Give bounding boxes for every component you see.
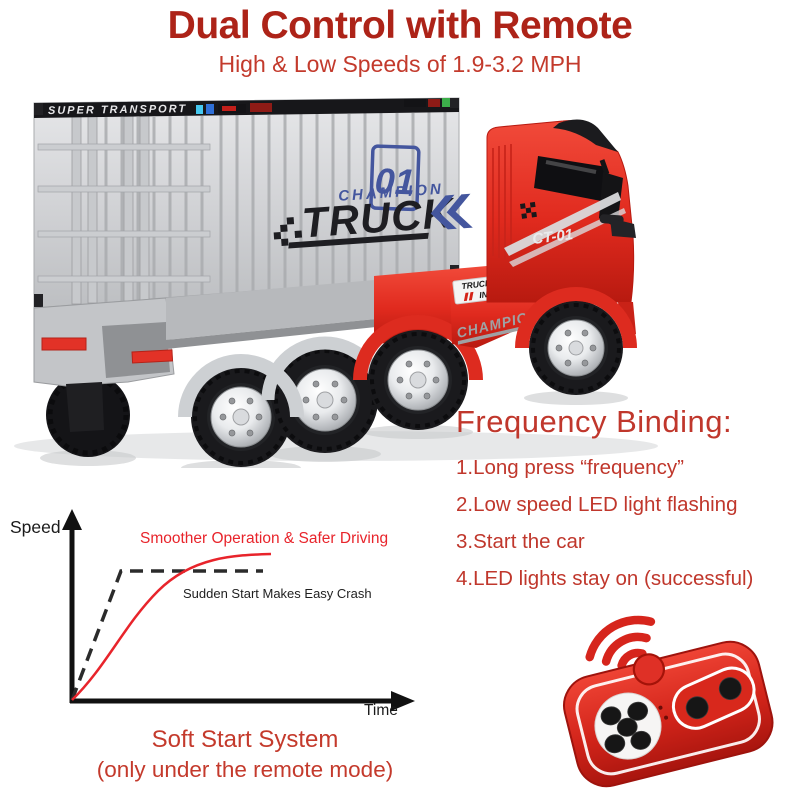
direction-pad <box>594 692 662 760</box>
frequency-step-2: 2.Low speed LED light flashing <box>456 493 738 516</box>
wheel-tractor-rear <box>368 330 468 430</box>
door-stripe-2 <box>509 208 626 267</box>
banner-stickers <box>196 98 451 114</box>
y-axis-arrow <box>62 509 82 530</box>
soft-start-chart: Speed Time Smoother Operation & Safer Dr… <box>10 509 415 719</box>
sudden-start-label: Sudden Start Makes Easy Crash <box>183 586 372 601</box>
logo-checker-flag <box>273 217 303 246</box>
cab: CT-01 <box>486 119 636 340</box>
remote-control-illustration <box>563 615 774 788</box>
tractor-fender-rear <box>353 315 483 381</box>
container-door-details <box>37 105 211 305</box>
door-stripe-1 <box>504 192 621 256</box>
page-title: Dual Control with Remote <box>167 4 633 47</box>
truck-product-photo: SUPER TRANSPORT <box>14 97 658 468</box>
wheel-front <box>529 301 623 395</box>
frequency-heading: Frequency Binding: <box>456 404 733 439</box>
remote-top-button <box>632 653 665 686</box>
soft-start-curve <box>71 552 272 701</box>
sticker-in-text: IN <box>479 289 490 300</box>
container-number-badge: 01 <box>369 144 421 212</box>
page-subtitle: High & Low Speeds of 1.9-3.2 MPH <box>218 51 582 77</box>
logo-chevrons <box>430 193 473 230</box>
wheel-trailer-2 <box>272 347 378 453</box>
champion-truck-logo: CHAMPION TRUCK <box>273 181 473 249</box>
deflector-ridges <box>492 144 512 261</box>
wifi-signal-icon <box>585 615 656 670</box>
container-banner-strip <box>34 98 459 118</box>
tractor-fender-front <box>515 287 637 349</box>
x-axis-arrow <box>391 691 415 711</box>
side-reflector <box>131 349 174 364</box>
x-axis-label: Time <box>364 702 398 719</box>
soft-start-label: Smoother Operation & Safer Driving <box>140 530 388 547</box>
caption-line-2: (only under the remote mode) <box>96 757 394 783</box>
cab-window <box>534 156 607 201</box>
trailer-fender-1 <box>178 354 304 418</box>
speed-buttons <box>671 666 756 730</box>
frequency-step-1: 1.Long press “frequency” <box>456 456 684 479</box>
sticker-truck-text: TRUCK <box>461 278 493 292</box>
sudden-start-line <box>70 569 263 701</box>
roof-spoiler <box>553 119 618 152</box>
frequency-binding-section: Frequency Binding: 1.Long press “frequen… <box>456 404 796 604</box>
door-checker-decal <box>520 201 537 219</box>
container-banner-text: SUPER TRANSPORT <box>48 103 187 117</box>
cab-code-decal: CT-01 <box>531 226 574 248</box>
cab-code-text: CT-01 <box>531 226 574 248</box>
front-vent <box>610 218 636 238</box>
rear-reflector <box>41 337 87 351</box>
caption-line-1: Soft Start System <box>151 726 339 753</box>
mud-flap <box>66 382 104 432</box>
frequency-step-3: 3.Start the car <box>456 530 585 553</box>
trailer-chassis <box>33 279 386 432</box>
chart-caption: Soft Start System (only under the remote… <box>30 724 460 784</box>
container-number: 01 <box>374 160 415 202</box>
frequency-step-4: 4.LED lights stay on (successful) <box>456 567 754 590</box>
remote-body <box>563 640 774 788</box>
led-indicator-dots <box>658 705 669 720</box>
y-axis-label: Speed <box>10 517 61 537</box>
